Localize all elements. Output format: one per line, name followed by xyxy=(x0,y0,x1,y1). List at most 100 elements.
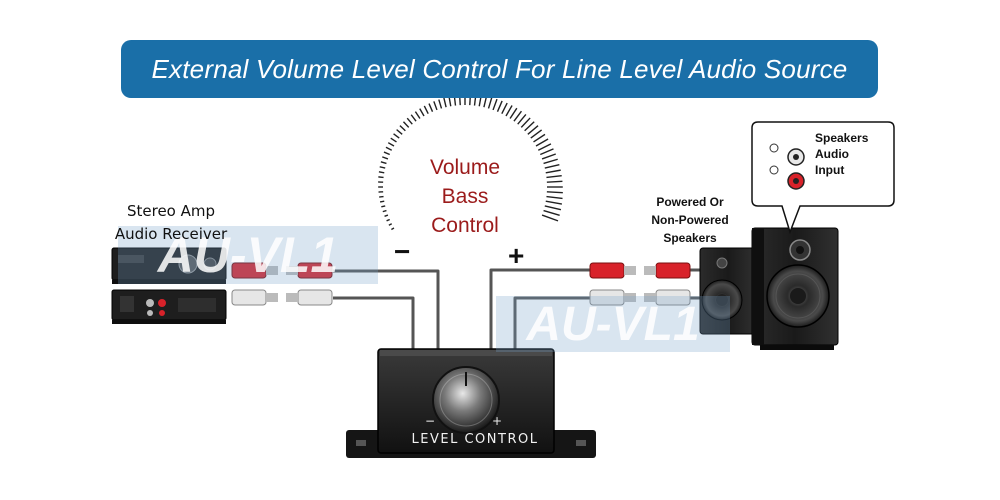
arc-tick xyxy=(496,100,503,112)
source-label-line: Stereo Amp xyxy=(126,202,216,220)
rca-plug-red xyxy=(589,262,625,279)
arc-tick xyxy=(546,180,563,183)
title-banner: External Volume Level Control For Line L… xyxy=(121,40,878,98)
rca-plugs-left xyxy=(231,262,333,306)
arc-tick xyxy=(520,117,531,128)
arc-tick xyxy=(414,111,421,119)
arc-tick xyxy=(388,223,393,226)
arc-tick xyxy=(545,200,563,205)
watermark: AU-VL1 xyxy=(496,296,730,352)
arc-tick xyxy=(384,214,389,217)
callout-label-line: Input xyxy=(815,163,845,177)
arc-tick xyxy=(546,191,563,194)
arc-tick xyxy=(543,158,558,165)
arc-tick xyxy=(396,129,403,135)
arc-tick xyxy=(438,99,443,109)
arc-tick xyxy=(381,205,386,208)
source-label: Stereo Amp Audio Receiver xyxy=(108,200,234,246)
volume-label-line: Control xyxy=(431,214,499,237)
cable-white-left xyxy=(333,296,415,352)
arc-tick xyxy=(385,146,393,151)
stereo-amp-front xyxy=(111,247,227,284)
arc-plus-sign: + xyxy=(508,240,525,271)
arc-tick xyxy=(393,133,400,139)
arc-tick xyxy=(443,97,447,108)
arc-tick xyxy=(433,101,438,111)
arc-tick xyxy=(399,125,406,132)
rca-plug-red xyxy=(655,262,691,279)
volume-bass-label: Volume Bass Control xyxy=(405,153,525,240)
device-plus-sign: + xyxy=(492,414,503,428)
cable-red-left xyxy=(333,269,440,352)
arc-tick xyxy=(530,129,543,139)
arc-tick xyxy=(382,209,387,213)
arc-tick xyxy=(379,166,386,169)
arc-tick xyxy=(382,156,389,160)
arc-tick xyxy=(487,97,493,109)
device-minus-sign: − xyxy=(425,414,436,428)
device-caption: LEVEL CONTROL xyxy=(411,432,539,447)
arc-tick xyxy=(546,174,562,179)
speaker-input-callout xyxy=(751,121,895,235)
arc-tick xyxy=(545,169,561,174)
arc-tick xyxy=(541,153,556,160)
callout-label: Speakers Audio Input xyxy=(815,130,885,178)
level-control-device xyxy=(346,348,596,458)
arc-tick xyxy=(513,110,523,122)
arc-tick xyxy=(535,138,549,147)
page-title: External Volume Level Control For Line L… xyxy=(151,53,848,84)
arc-tick xyxy=(406,117,413,125)
arc-tick xyxy=(492,98,498,111)
volume-arc xyxy=(378,94,563,231)
source-label-line: Audio Receiver xyxy=(114,225,228,243)
arc-tick xyxy=(546,195,563,200)
arc-tick xyxy=(509,107,518,119)
speaker-label: Powered Or Non-Powered Speakers xyxy=(640,193,740,247)
watermark: AU-VL1 xyxy=(118,226,378,284)
volume-knob xyxy=(432,366,500,434)
volume-label-line: Bass xyxy=(441,185,489,208)
arc-tick xyxy=(448,96,452,107)
arc-tick xyxy=(379,200,385,203)
arc-tick xyxy=(428,103,434,112)
arc-tick xyxy=(541,214,559,222)
arc-tick xyxy=(402,121,410,128)
volume-label-line: Volume xyxy=(429,156,501,179)
arc-tick xyxy=(383,151,390,156)
rca-plug-white xyxy=(297,289,333,306)
arc-tick xyxy=(544,205,562,211)
cable-red-right xyxy=(489,268,595,352)
stereo-amp-back xyxy=(111,289,227,324)
arc-tick xyxy=(517,113,527,125)
arc-tick xyxy=(391,227,395,231)
speaker-label-line: Non-Powered xyxy=(651,213,729,227)
speaker-label-line: Speakers xyxy=(663,231,717,245)
arc-tick xyxy=(410,114,417,122)
arc-tick xyxy=(524,121,535,132)
arc-tick xyxy=(386,218,390,222)
arc-tick xyxy=(533,133,546,143)
callout-label-line: Speakers xyxy=(815,131,869,145)
arc-tick xyxy=(540,148,554,156)
speaker-small xyxy=(699,247,757,335)
arc-tick xyxy=(387,142,395,147)
rca-plug-white xyxy=(231,289,267,306)
arc-tick xyxy=(380,161,387,165)
speaker-large xyxy=(751,227,839,350)
arc-tick xyxy=(419,108,425,117)
arc-tick xyxy=(483,96,488,108)
arc-tick xyxy=(543,209,560,217)
arc-tick xyxy=(527,125,539,135)
arc-tick xyxy=(505,105,513,117)
arc-tick xyxy=(378,176,384,179)
rca-plugs-right xyxy=(589,262,691,306)
arc-tick xyxy=(501,102,508,115)
arc-tick xyxy=(423,105,429,115)
arc-tick xyxy=(544,163,560,169)
callout-label-line: Audio xyxy=(815,147,849,161)
arc-tick xyxy=(537,143,552,151)
arc-tick xyxy=(378,171,385,174)
cable-white-right xyxy=(513,296,595,352)
